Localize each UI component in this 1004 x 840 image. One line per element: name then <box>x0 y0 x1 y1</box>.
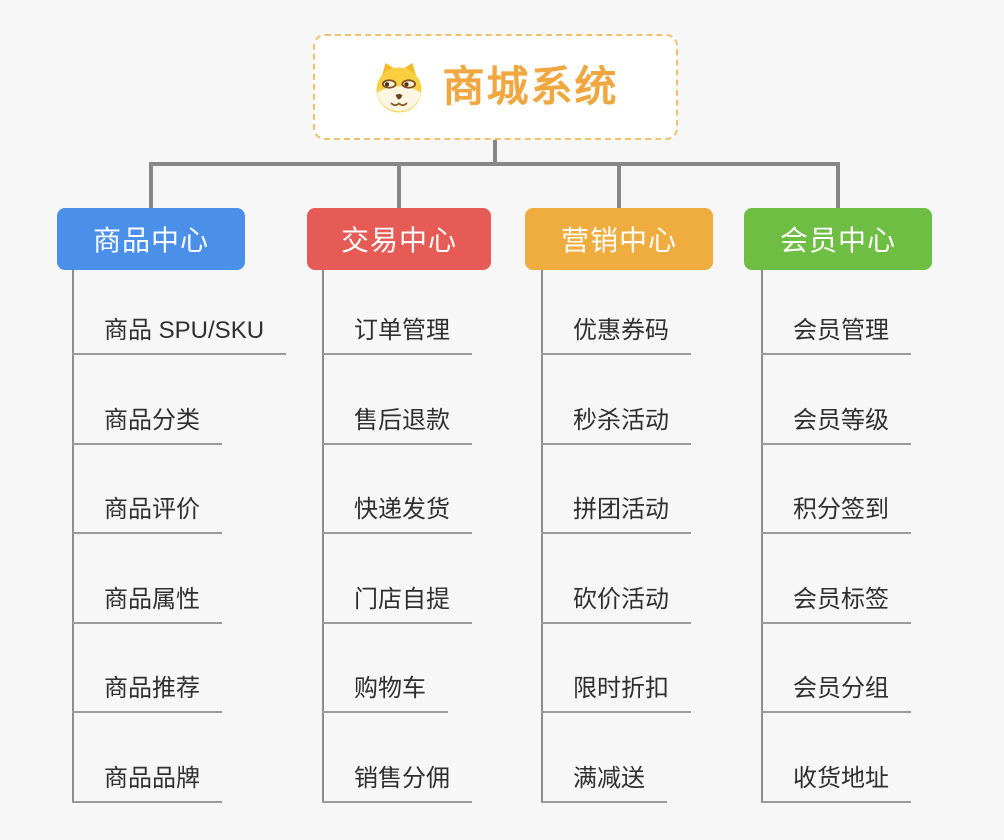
leaf-node[interactable]: 会员标签 <box>761 585 911 624</box>
branch-drop-connector <box>617 162 621 208</box>
leaf-node[interactable]: 快递发货 <box>322 495 472 534</box>
leaf-node[interactable]: 优惠券码 <box>541 316 691 355</box>
branch-drop-connector <box>149 162 153 208</box>
branch-node-product-center[interactable]: 商品中心 <box>57 208 245 270</box>
dog-face-icon <box>376 63 422 113</box>
leaf-node[interactable]: 门店自提 <box>322 585 472 624</box>
leaf-node[interactable]: 秒杀活动 <box>541 406 691 445</box>
leaf-node[interactable]: 会员等级 <box>761 406 911 445</box>
branch-node-marketing-center[interactable]: 营销中心 <box>525 208 713 270</box>
leaf-node[interactable]: 满减送 <box>541 764 667 803</box>
root-node[interactable]: 商城系统 <box>313 34 678 140</box>
leaf-node[interactable]: 会员分组 <box>761 674 911 713</box>
leaf-node[interactable]: 收货地址 <box>761 764 911 803</box>
leaf-node[interactable]: 商品品牌 <box>72 764 222 803</box>
branch-drop-connector <box>397 162 401 208</box>
leaf-node[interactable]: 砍价活动 <box>541 585 691 624</box>
leaf-node[interactable]: 会员管理 <box>761 316 911 355</box>
branch-node-member-center[interactable]: 会员中心 <box>744 208 932 270</box>
column-spine-connector <box>72 270 74 803</box>
leaf-node[interactable]: 商品评价 <box>72 495 222 534</box>
column-spine-connector <box>541 270 543 803</box>
leaf-node[interactable]: 订单管理 <box>322 316 472 355</box>
root-stem-connector <box>493 140 497 164</box>
root-title: 商城系统 <box>442 63 619 110</box>
leaf-node[interactable]: 购物车 <box>322 674 448 713</box>
branch-node-trade-center[interactable]: 交易中心 <box>307 208 491 270</box>
leaf-node[interactable]: 商品推荐 <box>72 674 222 713</box>
branch-cross-bar-connector <box>149 162 840 166</box>
leaf-node[interactable]: 积分签到 <box>761 495 911 534</box>
column-spine-connector <box>761 270 763 803</box>
leaf-node[interactable]: 拼团活动 <box>541 495 691 534</box>
leaf-node[interactable]: 商品 SPU/SKU <box>72 316 287 355</box>
branch-drop-connector <box>836 162 840 208</box>
leaf-node[interactable]: 商品分类 <box>72 406 222 445</box>
leaf-node[interactable]: 商品属性 <box>72 585 222 624</box>
leaf-node[interactable]: 售后退款 <box>322 406 472 445</box>
leaf-node[interactable]: 销售分佣 <box>322 764 472 803</box>
column-spine-connector <box>322 270 324 803</box>
leaf-node[interactable]: 限时折扣 <box>541 674 691 713</box>
